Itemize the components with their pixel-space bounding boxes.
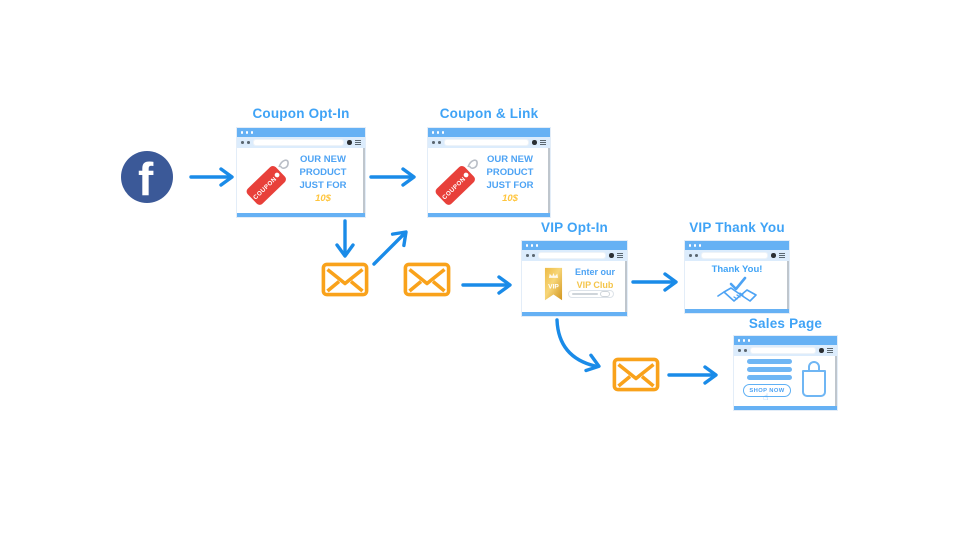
window-footer	[428, 213, 550, 217]
email-icon	[403, 262, 451, 297]
window-content: COUPON OUR NEW PRODUCT JUST FOR 10$	[428, 148, 550, 213]
address-bar	[537, 252, 607, 259]
window-vip-thankyou: Thank You!	[684, 240, 790, 314]
shopping-bag-icon	[802, 361, 826, 397]
address-bar	[252, 139, 345, 146]
vip-copy: Enter our VIP Club	[574, 267, 615, 290]
window-footer	[237, 213, 365, 217]
window-toolbar	[685, 250, 789, 261]
window-content: Thank You!	[685, 261, 789, 309]
coupon-tag-icon: COUPON	[435, 159, 478, 205]
forward-icon	[743, 349, 747, 352]
record-icon	[819, 348, 824, 353]
window-toolbar	[734, 345, 837, 356]
arrow-vip-optin-to-thankyou	[631, 272, 678, 292]
window-vip-optin: VIP Enter our VIP Club	[521, 240, 628, 317]
scrollbar	[624, 261, 627, 312]
window-titlebar	[685, 241, 789, 250]
address-bar	[749, 347, 817, 354]
window-footer	[734, 406, 837, 410]
facebook-f-glyph: f	[138, 153, 154, 203]
scrollbar	[834, 356, 837, 406]
facebook-icon: f	[121, 151, 173, 203]
scrollbar	[547, 148, 550, 213]
arrow-email-to-vip-optin	[461, 275, 512, 295]
input-placeholder-bar	[572, 293, 598, 295]
ad-copy: OUR NEW PRODUCT JUST FOR 10$	[285, 153, 361, 205]
menu-icon	[779, 252, 785, 259]
record-icon	[532, 140, 537, 145]
arrow-coupon-optin-to-email	[335, 219, 355, 258]
window-coupon-link: COUPON OUR NEW PRODUCT JUST FOR 10$	[427, 127, 551, 218]
address-bar	[700, 252, 769, 259]
menu-icon	[617, 252, 623, 259]
email-input	[568, 290, 614, 298]
submit-pill	[600, 291, 610, 297]
title-coupon-optin: Coupon Opt-In	[252, 106, 350, 121]
address-bar	[443, 139, 530, 146]
back-icon	[432, 141, 435, 144]
record-icon	[771, 253, 776, 258]
arrow-coupon-optin-to-coupon-link	[369, 167, 416, 187]
arrow-email-to-coupon-link	[372, 230, 408, 266]
title-vip-thankyou: VIP Thank You	[689, 220, 785, 235]
forward-icon	[437, 141, 441, 144]
window-content: COUPON OUR NEW PRODUCT JUST FOR 10$	[237, 148, 365, 213]
forward-icon	[246, 141, 250, 144]
handshake-check-icon	[717, 276, 757, 302]
window-titlebar	[237, 128, 365, 137]
menu-icon	[355, 139, 361, 146]
back-icon	[241, 141, 244, 144]
window-content: SHOP NOW ☝	[734, 356, 837, 406]
text-line-bar	[747, 359, 792, 364]
arrow-vip-optin-to-email	[555, 318, 601, 373]
ad-copy: OUR NEW PRODUCT JUST FOR 10$	[472, 153, 548, 205]
title-sales-page: Sales Page	[748, 316, 823, 331]
menu-icon	[827, 347, 833, 354]
record-icon	[609, 253, 614, 258]
price-text: 10$	[315, 193, 331, 204]
window-titlebar	[428, 128, 550, 137]
back-icon	[689, 254, 692, 257]
record-icon	[347, 140, 352, 145]
window-titlebar	[734, 336, 837, 345]
text-line-bar	[747, 367, 792, 372]
back-icon	[738, 349, 741, 352]
window-coupon-optin: COUPON OUR NEW PRODUCT JUST FOR 10$	[236, 127, 366, 218]
window-toolbar	[237, 137, 365, 148]
click-hand-icon: ☝	[763, 393, 769, 403]
thank-you-text: Thank You!	[711, 264, 763, 275]
price-text: 10$	[502, 193, 518, 204]
vip-badge-label: VIP	[548, 283, 559, 290]
title-vip-optin: VIP Opt-In	[540, 220, 608, 235]
window-sales-page: SHOP NOW ☝	[733, 335, 838, 411]
arrow-facebook-to-coupon-optin	[189, 167, 234, 187]
window-footer	[685, 309, 789, 313]
scrollbar	[786, 261, 789, 309]
coupon-tag-icon: COUPON	[246, 159, 289, 205]
vip-badge-icon: VIP	[544, 267, 563, 301]
window-content: VIP Enter our VIP Club	[522, 261, 627, 312]
email-icon	[612, 357, 660, 392]
arrow-email-to-sales-page	[667, 365, 718, 385]
back-icon	[526, 254, 529, 257]
text-line-bar	[747, 375, 792, 380]
email-icon	[321, 262, 369, 297]
window-toolbar	[428, 137, 550, 148]
window-footer	[522, 312, 627, 316]
forward-icon	[694, 254, 698, 257]
window-toolbar	[522, 250, 627, 261]
title-coupon-link: Coupon & Link	[439, 106, 539, 121]
window-titlebar	[522, 241, 627, 250]
menu-icon	[540, 139, 546, 146]
shop-now-button: SHOP NOW	[743, 384, 791, 397]
forward-icon	[531, 254, 535, 257]
scrollbar	[362, 148, 365, 213]
